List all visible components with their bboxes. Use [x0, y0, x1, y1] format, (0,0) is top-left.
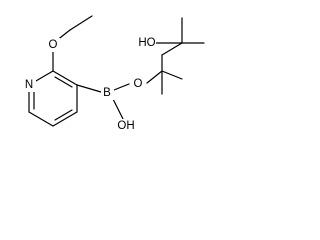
double-bond-c4-c5	[54, 109, 73, 121]
atom-label-boronic-oh: OH	[117, 120, 134, 132]
structure-canvas: N O B OH O HO	[0, 0, 226, 161]
bond-c1-c2	[161, 42, 183, 56]
atom-label-ring-n: N	[25, 79, 33, 91]
atom-label-ester-o: O	[134, 78, 143, 90]
atom-label-ether-o: O	[49, 39, 58, 51]
atom-label-hydroxyl: HO	[138, 37, 155, 49]
pinacol-fragment	[146, 17, 205, 95]
atom-label-boron: B	[103, 87, 111, 99]
bond-c3-b	[76, 84, 102, 93]
bond-c1-me-right	[161, 70, 183, 80]
atom-labels: N O B OH O HO	[22, 36, 156, 133]
molecule-diagram: N O B OH O HO	[22, 15, 205, 133]
bond-c2-c3	[52, 70, 78, 86]
pyridine-ring	[28, 70, 78, 127]
double-bond-c2-c3	[54, 76, 73, 88]
bond-b-oh	[112, 98, 125, 122]
bond-c5-c6	[28, 111, 54, 127]
bond-o-c1	[146, 70, 163, 84]
bond-b-o	[113, 83, 130, 91]
bond-c4-c5	[52, 111, 78, 127]
bond-ch2-ch3	[69, 15, 93, 31]
boron-group	[76, 83, 130, 122]
